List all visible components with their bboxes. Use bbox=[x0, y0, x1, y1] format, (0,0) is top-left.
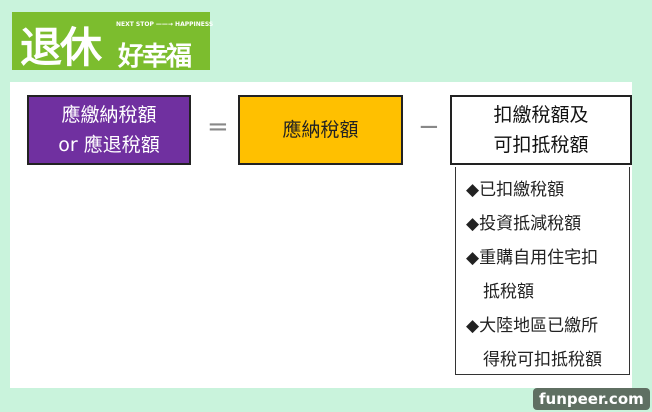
watermark: funpeer.com bbox=[533, 388, 650, 410]
box-line: 應繳納稅額 bbox=[61, 104, 157, 126]
list-item: 得稅可扣抵稅額 bbox=[466, 350, 602, 370]
list-item: ◆重購自用住宅扣 bbox=[466, 248, 599, 268]
logo: 退休 NEXT STOP ——→ HAPPINESS 好幸福 bbox=[12, 12, 214, 72]
list-item: ◆已扣繳稅額 bbox=[466, 180, 565, 200]
credits-list: ◆已扣繳稅額 ◆投資抵減稅額 ◆重購自用住宅扣 抵稅額 ◆大陸地區已繳所 得稅可… bbox=[455, 167, 630, 375]
logo-sub: 好幸福 bbox=[118, 42, 192, 72]
box-line: 扣繳稅額及 bbox=[493, 104, 589, 126]
list-item: ◆投資抵減稅額 bbox=[466, 214, 582, 234]
tax-due-box: 應納稅額 bbox=[238, 95, 403, 165]
logo-main: 退休 bbox=[20, 23, 102, 72]
equals-sign: = bbox=[207, 112, 229, 142]
box-line: 可扣抵稅額 bbox=[493, 134, 589, 156]
tax-payable-box: 應繳納稅額 or 應退稅額 bbox=[27, 95, 191, 165]
list-item: 抵稅額 bbox=[466, 282, 534, 302]
list-item: ◆大陸地區已繳所 bbox=[466, 316, 599, 336]
credits-box: 扣繳稅額及 可扣抵稅額 bbox=[450, 95, 632, 165]
logo-tagline: NEXT STOP ——→ HAPPINESS bbox=[116, 21, 214, 28]
diagram-panel: 應繳納稅額 or 應退稅額 = 應納稅額 − 扣繳稅額及 可扣抵稅額 ◆已扣繳稅… bbox=[10, 82, 632, 388]
box-line: 應納稅額 bbox=[282, 119, 359, 141]
box-line: or 應退稅額 bbox=[58, 134, 160, 156]
minus-sign: − bbox=[418, 112, 440, 142]
